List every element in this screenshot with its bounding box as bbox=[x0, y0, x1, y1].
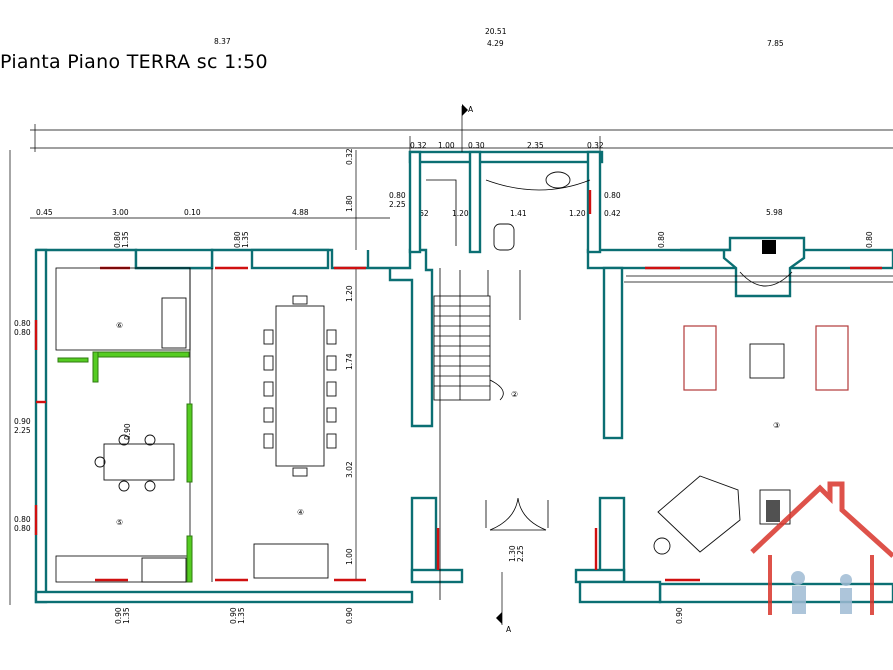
svg-text:A: A bbox=[506, 625, 512, 634]
svg-text:0.10: 0.10 bbox=[184, 208, 201, 217]
dim-total: 20.51 bbox=[485, 27, 507, 36]
grand-piano-icon bbox=[657, 475, 741, 553]
kitchen-table bbox=[94, 297, 187, 583]
top-dimension-line bbox=[9, 124, 893, 605]
svg-text:0.80: 0.80 bbox=[865, 231, 874, 248]
svg-text:3.00: 3.00 bbox=[112, 208, 129, 217]
svg-text:④: ④ bbox=[297, 508, 304, 517]
svg-text:0.80: 0.80 bbox=[113, 231, 122, 248]
svg-text:1.20: 1.20 bbox=[569, 209, 586, 218]
dim-mid: 4.29 bbox=[487, 39, 504, 48]
svg-text:⑤: ⑤ bbox=[116, 518, 123, 527]
section-markers: A A bbox=[461, 104, 512, 634]
bathroom-fixtures bbox=[426, 171, 591, 251]
svg-text:1.20: 1.20 bbox=[452, 209, 469, 218]
svg-text:1.35: 1.35 bbox=[241, 231, 250, 248]
staircase bbox=[433, 270, 521, 401]
living-furniture bbox=[253, 271, 849, 579]
svg-text:0.32: 0.32 bbox=[345, 148, 354, 165]
svg-text:0.90: 0.90 bbox=[114, 607, 123, 624]
svg-text:A: A bbox=[468, 105, 474, 114]
svg-text:1.74: 1.74 bbox=[345, 353, 354, 370]
svg-text:0.32: 0.32 bbox=[410, 141, 427, 150]
svg-text:③: ③ bbox=[773, 421, 780, 430]
svg-text:4.88: 4.88 bbox=[292, 208, 309, 217]
svg-text:0.80: 0.80 bbox=[389, 191, 406, 200]
svg-text:5.98: 5.98 bbox=[766, 208, 783, 217]
svg-text:1.41: 1.41 bbox=[510, 209, 527, 218]
svg-text:0.90: 0.90 bbox=[229, 607, 238, 624]
svg-text:2.35: 2.35 bbox=[527, 141, 544, 150]
outer-walls bbox=[34, 150, 893, 604]
toilet-icon bbox=[493, 223, 515, 251]
svg-text:0.80: 0.80 bbox=[604, 191, 621, 200]
svg-text:0.90: 0.90 bbox=[123, 423, 132, 440]
svg-text:0.90: 0.90 bbox=[345, 607, 354, 624]
marker-square-icon bbox=[762, 240, 776, 254]
svg-text:1.80: 1.80 bbox=[345, 195, 354, 212]
interior-walls bbox=[55, 267, 893, 600]
svg-text:3.02: 3.02 bbox=[345, 461, 354, 478]
dining-table bbox=[263, 295, 337, 477]
svg-text:1.30: 1.30 bbox=[508, 545, 517, 562]
kitchen-highlight bbox=[57, 351, 193, 583]
svg-text:1.00: 1.00 bbox=[345, 548, 354, 565]
svg-text:0.80: 0.80 bbox=[14, 515, 31, 524]
dim-right: 7.85 bbox=[767, 39, 784, 48]
house-logo-icon bbox=[750, 481, 893, 615]
svg-text:0.80: 0.80 bbox=[657, 231, 666, 248]
svg-text:0.80: 0.80 bbox=[233, 231, 242, 248]
dim-left: 8.37 bbox=[214, 37, 231, 46]
svg-text:②: ② bbox=[511, 390, 518, 399]
plan-title: Pianta Piano TERRA sc 1:50 bbox=[0, 51, 268, 73]
svg-text:0.80: 0.80 bbox=[14, 319, 31, 328]
vertical-dimensions: 0.32 1.80 1.20 1.74 3.02 1.00 bbox=[345, 148, 357, 580]
svg-text:1.35: 1.35 bbox=[237, 607, 246, 624]
svg-text:1.35: 1.35 bbox=[121, 231, 130, 248]
svg-text:2.25: 2.25 bbox=[14, 426, 31, 435]
svg-text:0.32: 0.32 bbox=[587, 141, 604, 150]
svg-text:0.90: 0.90 bbox=[675, 607, 684, 624]
svg-text:0.90: 0.90 bbox=[14, 417, 31, 426]
entrance-door bbox=[485, 497, 549, 531]
room-numbers: ⑥ ② ③ ④ ⑤ bbox=[116, 321, 780, 527]
svg-text:0.80: 0.80 bbox=[14, 524, 31, 533]
svg-text:1.00: 1.00 bbox=[438, 141, 455, 150]
svg-text:2.25: 2.25 bbox=[389, 200, 406, 209]
svg-text:1.20: 1.20 bbox=[345, 285, 354, 302]
svg-text:0.30: 0.30 bbox=[468, 141, 485, 150]
svg-text:0.42: 0.42 bbox=[604, 209, 621, 218]
window-dimension-labels: 0.80 1.35 0.80 1.35 0.80 0.80 0.80 0.80 … bbox=[14, 231, 874, 624]
second-row-dimensions: 0.45 3.00 0.10 4.88 5.98 bbox=[30, 208, 783, 219]
svg-text:⑥: ⑥ bbox=[116, 321, 123, 330]
sink-icon bbox=[545, 171, 571, 189]
svg-text:1.35: 1.35 bbox=[122, 607, 131, 624]
svg-text:0.80: 0.80 bbox=[14, 328, 31, 337]
svg-text:0.45: 0.45 bbox=[36, 208, 53, 217]
svg-text:2.25: 2.25 bbox=[516, 545, 525, 562]
